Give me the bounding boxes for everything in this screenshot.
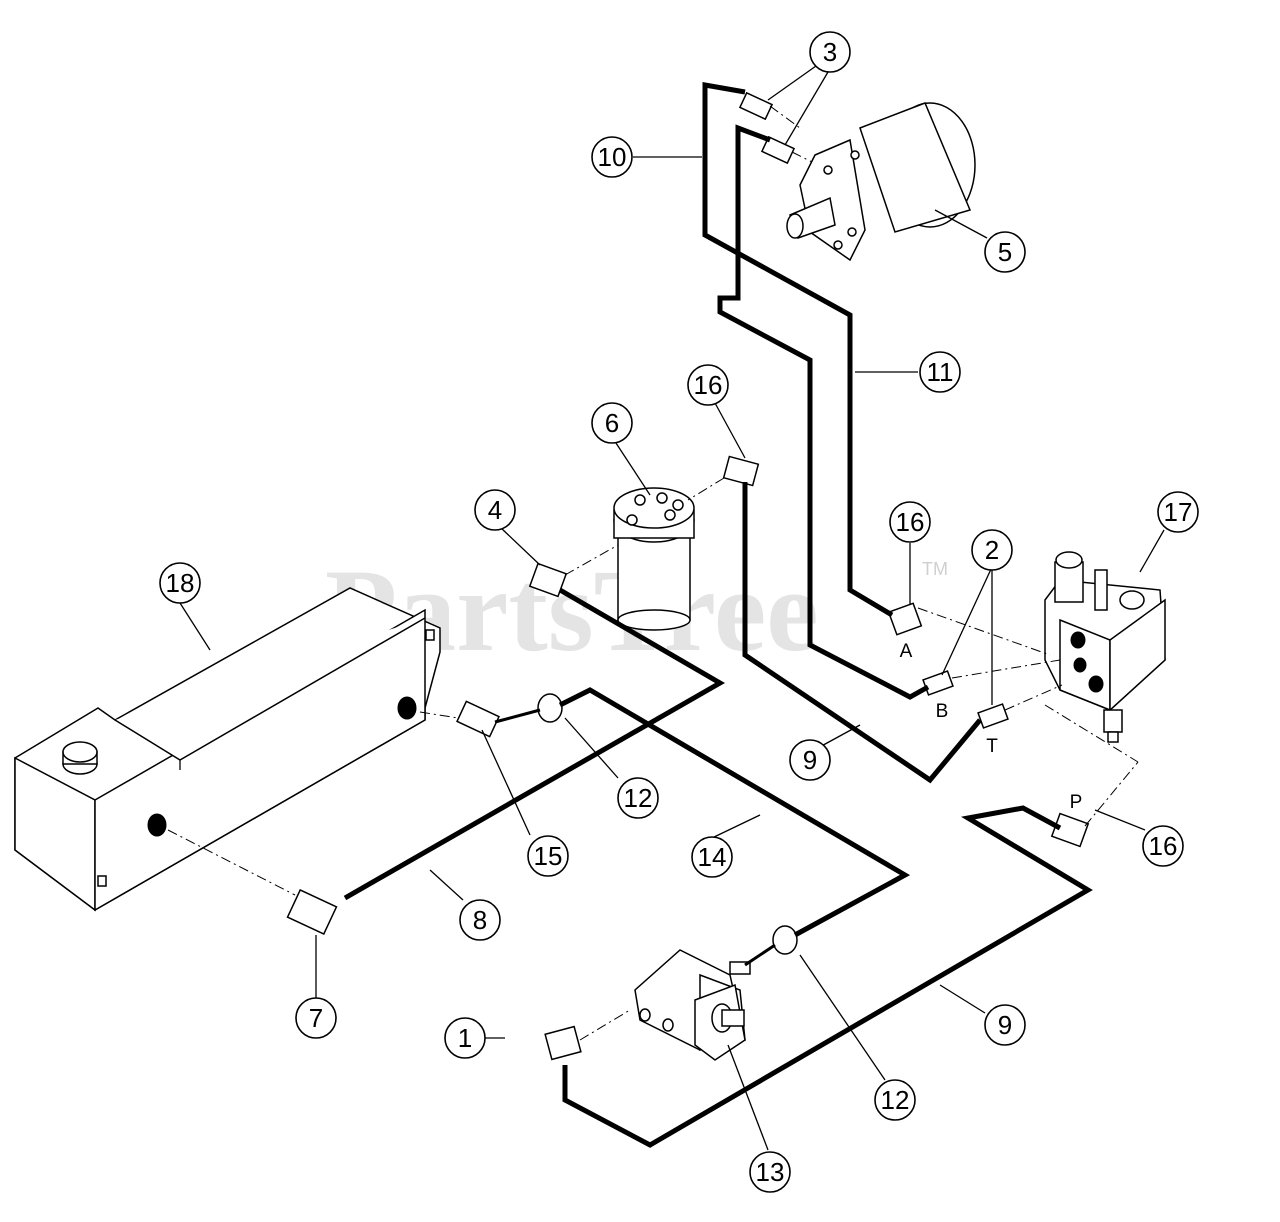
svg-text:16: 16 xyxy=(1149,831,1178,861)
port-label-t: T xyxy=(986,736,998,757)
callout-13: 13 xyxy=(749,1151,791,1193)
fittings xyxy=(286,91,1090,1061)
svg-text:8: 8 xyxy=(473,905,487,935)
callout-18: 18 xyxy=(159,562,201,604)
callout-8: 8 xyxy=(459,899,501,941)
callout-16-a: 16 xyxy=(889,501,931,543)
callout-12-upper: 12 xyxy=(617,777,659,819)
port-label-b: B xyxy=(936,701,949,722)
svg-text:5: 5 xyxy=(998,237,1012,267)
control-valve xyxy=(1044,551,1166,743)
port-label-a: A xyxy=(900,641,913,662)
callout-5: 5 xyxy=(984,231,1026,273)
svg-text:15: 15 xyxy=(534,841,563,871)
callout-9-lower: 9 xyxy=(984,1004,1026,1046)
hose-9-lower xyxy=(562,805,1093,1148)
hydraulic-tank xyxy=(14,587,441,912)
svg-text:14: 14 xyxy=(698,842,727,872)
port-label-p: P xyxy=(1070,792,1083,813)
svg-text:1: 1 xyxy=(458,1023,472,1053)
port-labels: A B T P xyxy=(900,641,1083,813)
hose-14 xyxy=(558,687,911,938)
svg-text:13: 13 xyxy=(756,1157,785,1187)
svg-text:7: 7 xyxy=(309,1003,323,1033)
svg-text:16: 16 xyxy=(694,370,723,400)
hydraulic-motor xyxy=(786,102,976,262)
svg-text:18: 18 xyxy=(166,568,195,598)
callout-2: 2 xyxy=(971,529,1013,571)
svg-text:6: 6 xyxy=(605,408,619,438)
callout-6: 6 xyxy=(591,402,633,444)
hose-10 xyxy=(702,82,894,618)
svg-text:12: 12 xyxy=(881,1085,910,1115)
svg-text:3: 3 xyxy=(823,37,837,67)
callout-15: 15 xyxy=(527,835,569,877)
callout-4: 4 xyxy=(474,489,516,531)
callout-9-upper: 9 xyxy=(789,739,831,781)
callout-14: 14 xyxy=(691,836,733,878)
svg-text:16: 16 xyxy=(896,507,925,537)
hose-8 xyxy=(343,587,726,901)
svg-text:11: 11 xyxy=(927,357,954,387)
hydraulic-pump xyxy=(634,949,751,1061)
hose-9-upper xyxy=(742,482,982,784)
hydraulic-filter xyxy=(613,487,695,631)
hose-11 xyxy=(717,124,930,700)
callouts: 3 10 5 11 16 6 4 16 2 17 18 9 12 16 15 1… xyxy=(159,31,1199,1193)
callout-10: 10 xyxy=(591,136,633,178)
hoses xyxy=(343,82,1093,1148)
callout-12-lower: 12 xyxy=(874,1079,916,1121)
svg-text:17: 17 xyxy=(1164,497,1193,527)
callout-17: 17 xyxy=(1157,491,1199,533)
callout-7: 7 xyxy=(295,997,337,1039)
svg-text:9: 9 xyxy=(998,1010,1012,1040)
svg-text:12: 12 xyxy=(624,783,653,813)
leader-lines xyxy=(179,65,1165,1151)
watermark-tm: TM xyxy=(922,559,948,579)
svg-text:10: 10 xyxy=(598,142,627,172)
connection-lines xyxy=(167,105,1139,1041)
callout-3: 3 xyxy=(809,31,851,73)
callout-1: 1 xyxy=(444,1017,486,1059)
svg-text:2: 2 xyxy=(985,535,999,565)
callout-16-top: 16 xyxy=(687,364,729,406)
callout-11: 11 xyxy=(919,351,961,393)
callout-16-p: 16 xyxy=(1142,825,1184,867)
svg-text:9: 9 xyxy=(803,745,817,775)
svg-text:4: 4 xyxy=(488,495,502,525)
